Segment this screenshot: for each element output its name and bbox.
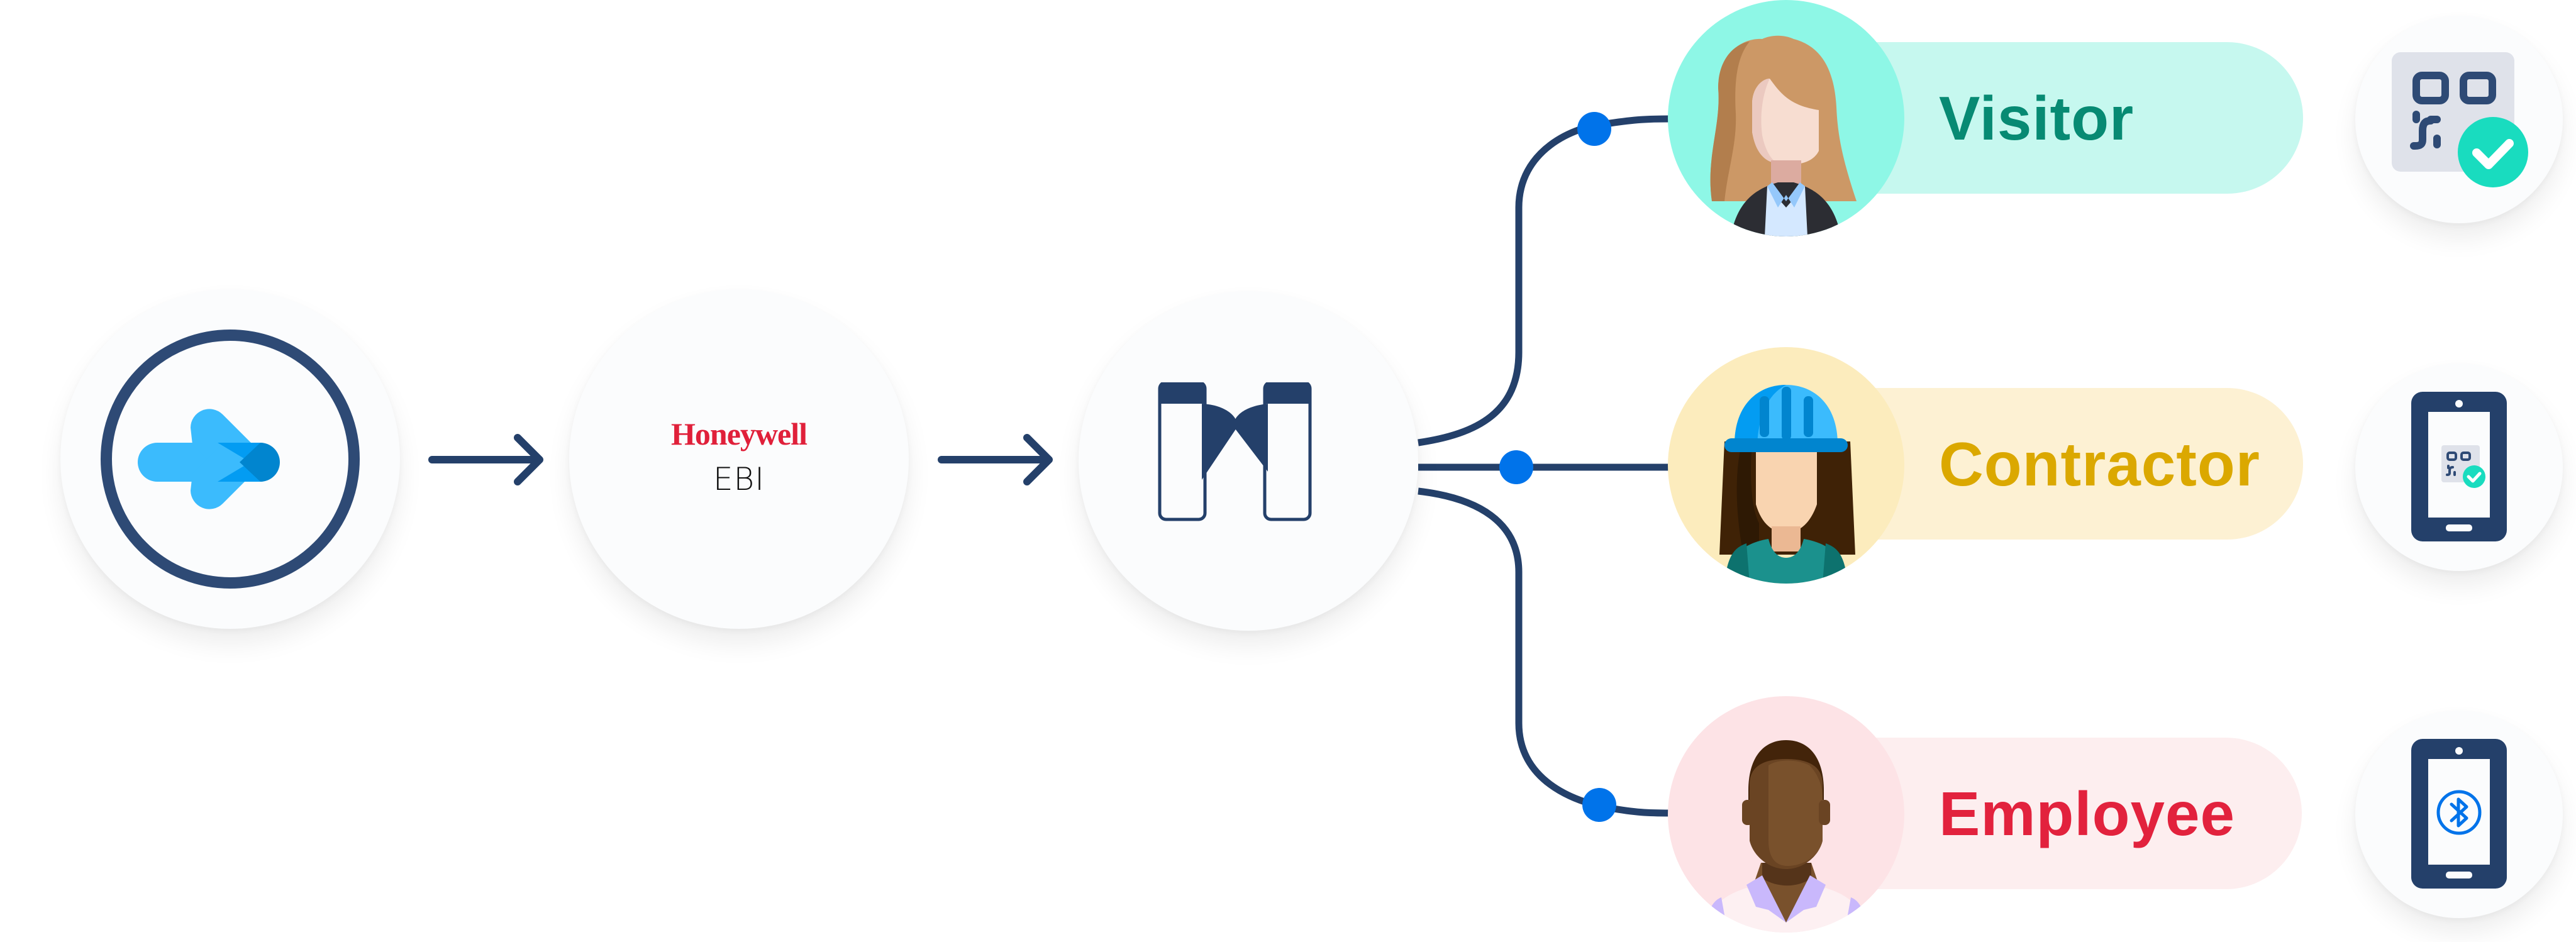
man-avatar-icon (1706, 740, 1867, 933)
role-label-employee: Employee (1939, 779, 2235, 848)
source-node[interactable] (60, 289, 400, 629)
role-pill-employee[interactable]: Employee (1874, 738, 2302, 889)
contractor-hardhat-avatar-icon (1719, 385, 1855, 584)
arrow-right-logo-icon (101, 330, 360, 589)
role-label-contractor: Contractor (1939, 429, 2260, 499)
avatar-employee (1668, 696, 1904, 933)
flow-arrow-1 (428, 434, 543, 485)
branch-connectors (1418, 115, 1670, 817)
connector-dot-contractor (1499, 450, 1533, 484)
branch-employee-line (1418, 487, 1670, 817)
credential-contractor-mobile-qr[interactable] (2355, 363, 2563, 571)
credential-visitor-qr[interactable] (2355, 16, 2563, 223)
honeywell-ebi-node[interactable]: Honeywell EBI (569, 289, 909, 629)
role-label-visitor: Visitor (1939, 83, 2135, 153)
role-pill-contractor[interactable]: Contractor (1874, 388, 2303, 540)
woman-avatar-icon (1710, 35, 1857, 236)
connector-dot-visitor (1577, 112, 1611, 146)
qr-code-check-icon (2392, 52, 2528, 187)
mobile-bluetooth-icon (2411, 739, 2507, 889)
ebi-label: EBI (713, 461, 765, 497)
mobile-qr-code-icon (2411, 392, 2507, 541)
role-pill-visitor[interactable]: Visitor (1874, 42, 2303, 194)
connector-dot-employee (1582, 788, 1616, 822)
avatar-contractor (1668, 347, 1904, 584)
flow-arrow-2 (938, 434, 1053, 485)
branch-visitor-line (1418, 115, 1670, 446)
avatar-visitor (1668, 0, 1904, 236)
turnstile-gate-icon (1158, 382, 1312, 521)
credential-employee-mobile-bluetooth[interactable] (2355, 711, 2563, 918)
honeywell-logo: Honeywell (671, 416, 808, 452)
turnstile-node[interactable] (1079, 291, 1418, 631)
